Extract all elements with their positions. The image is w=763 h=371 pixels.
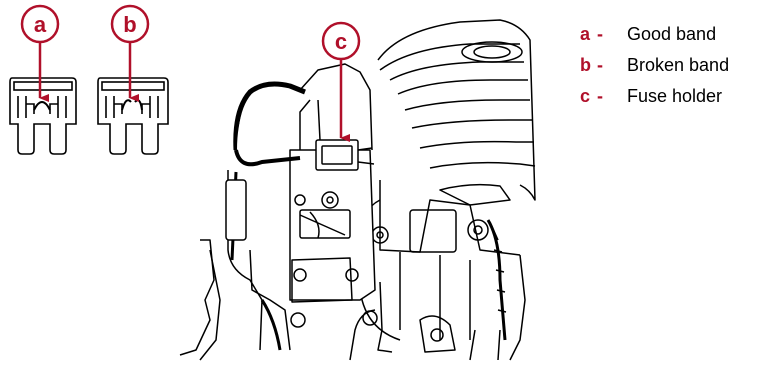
broken-fuse-illustration [98, 78, 168, 154]
callout-c-letter: c [335, 29, 347, 54]
legend-item-a: a - Good band [580, 24, 729, 55]
legend-item-c: c - Fuse holder [580, 86, 729, 117]
engine-illustration [180, 20, 535, 360]
legend-description-b: Broken band [627, 55, 729, 76]
good-fuse-illustration [10, 78, 76, 154]
legend-separator: - [597, 24, 627, 45]
callout-c: c [323, 23, 359, 138]
legend-key-b: b [580, 55, 597, 76]
legend-item-b: b - Broken band [580, 55, 729, 86]
legend-description-a: Good band [627, 24, 716, 45]
legend-description-c: Fuse holder [627, 86, 722, 107]
callout-a-letter: a [34, 12, 47, 37]
legend-separator: - [597, 86, 627, 107]
callout-b-letter: b [123, 12, 136, 37]
legend-key-a: a [580, 24, 597, 45]
legend: a - Good band b - Broken band c - Fuse h… [580, 24, 729, 117]
legend-key-c: c [580, 86, 597, 107]
legend-separator: - [597, 55, 627, 76]
